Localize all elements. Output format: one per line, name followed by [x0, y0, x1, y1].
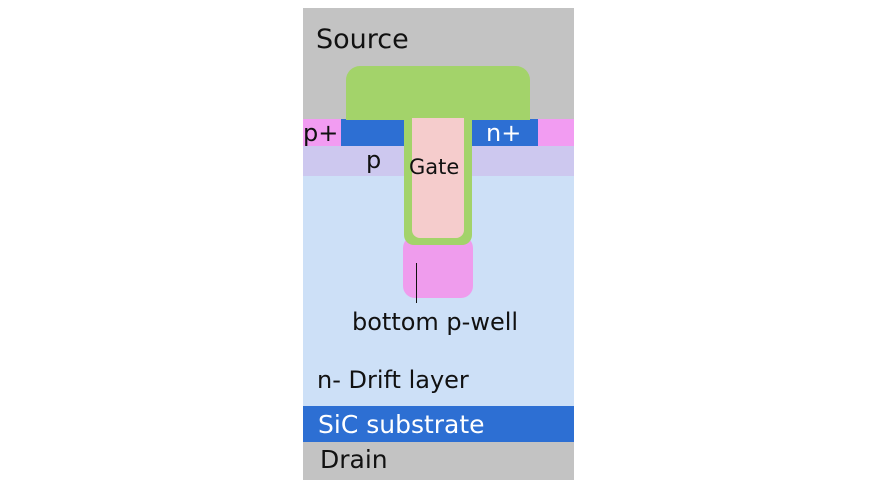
p-plus-region-right [538, 119, 574, 146]
p-body-label: p [366, 146, 382, 174]
bottom-p-well-label: bottom p-well [352, 308, 519, 336]
sic-substrate [303, 406, 574, 442]
drain-electrode [303, 442, 574, 480]
p-plus-region-left [303, 119, 341, 146]
p-plus-label: p+ [303, 119, 339, 147]
gate-electrode [412, 118, 464, 238]
source-label: Source [316, 24, 409, 55]
gate-label: Gate [409, 155, 460, 179]
bottom-p-well-leader-line [416, 263, 417, 303]
drift-layer-label: n- Drift layer [317, 366, 469, 394]
drain-label: Drain [320, 445, 388, 474]
substrate-label: SiC substrate [318, 410, 485, 439]
n-plus-region-right [472, 119, 538, 146]
n-plus-region-left [341, 119, 404, 146]
n-plus-label: n+ [486, 119, 522, 147]
bottom-p-well-region [403, 236, 473, 298]
